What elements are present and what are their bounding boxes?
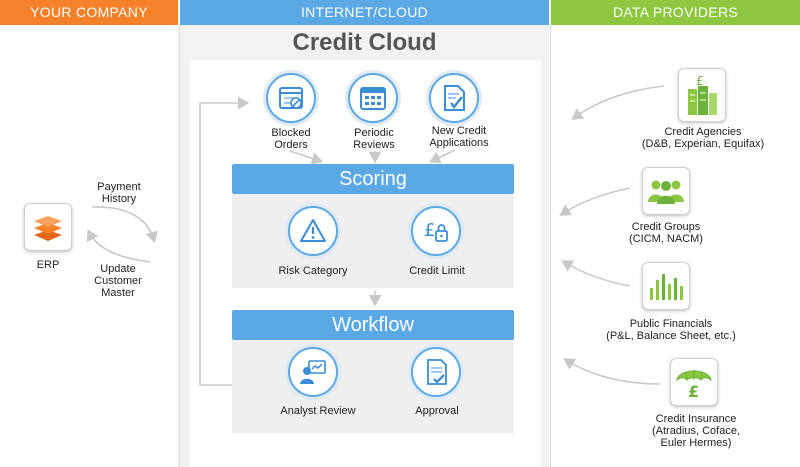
column-divider-right (550, 25, 551, 467)
analyst-review-label: Analyst Review (280, 405, 356, 417)
credit-agencies-subtitle: (D&B, Experian, Equifax) (641, 138, 765, 150)
svg-text:£: £ (688, 382, 699, 400)
column-divider-left (179, 25, 180, 467)
svg-text:£: £ (696, 74, 704, 88)
update-customer-arrow (86, 229, 151, 263)
credit-insurance-title: Credit Insurance (655, 413, 737, 425)
insurance-arrow (563, 358, 661, 385)
warning-icon (288, 206, 338, 256)
workflow-panel (232, 340, 514, 433)
analyst-review-icon (288, 347, 338, 397)
blocked-orders-icon (266, 73, 316, 123)
periodic-reviews-label: Periodic Reviews (338, 127, 410, 151)
public-financials-title: Public Financials (629, 318, 713, 330)
credit-agencies-label: Credit Agencies (D&B, Experian, Equifax) (628, 126, 778, 150)
blocked-orders-label: Blocked Orders (255, 127, 327, 151)
public-financials-icon (642, 262, 690, 310)
new-credit-applications-label: New Credit Applications (418, 125, 500, 149)
groups-arrow (559, 187, 631, 216)
payment-history-line2: History (101, 193, 137, 205)
payment-history-line1: Payment (97, 181, 141, 193)
update-customer-master-label: Update Customer Master (85, 263, 151, 299)
credit-agencies-title: Credit Agencies (664, 126, 742, 138)
cloud-title: Credit Cloud (292, 29, 437, 56)
svg-text:£: £ (424, 220, 435, 241)
credit-insurance-subtitle-2: Euler Hermes) (660, 437, 732, 449)
periodic-reviews-line1: Periodic (354, 127, 394, 139)
credit-groups-title: Credit Groups (631, 221, 701, 233)
periodic-reviews-line2: Reviews (353, 139, 395, 151)
public-financials-subtitle: (P&L, Balance Sheet, etc.) (606, 330, 736, 342)
risk-category-label: Risk Category (278, 265, 348, 277)
pound-lock-icon: £ (411, 206, 461, 256)
credit-insurance-subtitle-1: (Atradius, Coface, (651, 425, 741, 437)
scoring-panel (232, 194, 514, 288)
public-financials-label: Public Financials (P&L, Balance Sheet, e… (596, 318, 746, 342)
blocked-orders-line1: Blocked (271, 127, 311, 139)
approval-icon (411, 347, 461, 397)
credit-groups-label: Credit Groups (CICM, NACM) (606, 221, 726, 245)
update-line3: Master (101, 287, 135, 299)
new-credit-applications-icon (429, 73, 479, 123)
credit-limit-label: Credit Limit (409, 265, 465, 277)
workflow-bar: Workflow (232, 310, 514, 340)
credit-insurance-label: Credit Insurance (Atradius, Coface, Eule… (636, 413, 756, 449)
approval-label: Approval (415, 405, 459, 417)
header-your-company: YOUR COMPANY (0, 0, 178, 25)
header-internet-cloud: INTERNET/CLOUD (180, 0, 549, 25)
credit-agencies-icon: £ (678, 68, 726, 122)
blocked-orders-line2: Orders (274, 139, 308, 151)
header-data-providers: DATA PROVIDERS (551, 0, 800, 25)
update-line1: Update (100, 263, 136, 275)
new-credit-line2: Applications (429, 137, 489, 149)
new-credit-line1: New Credit (431, 125, 487, 137)
financials-arrow (561, 260, 631, 287)
payment-history-label: Payment History (88, 181, 150, 205)
erp-icon (24, 203, 72, 251)
credit-groups-icon (642, 167, 690, 215)
credit-groups-subtitle: (CICM, NACM) (629, 233, 703, 245)
erp-label: ERP (36, 259, 60, 271)
payment-history-arrow (91, 206, 158, 244)
scoring-bar: Scoring (232, 164, 514, 194)
agencies-arrow (571, 85, 665, 120)
periodic-reviews-icon (348, 73, 398, 123)
credit-insurance-icon: £ (670, 358, 718, 406)
update-line2: Customer (94, 275, 142, 287)
